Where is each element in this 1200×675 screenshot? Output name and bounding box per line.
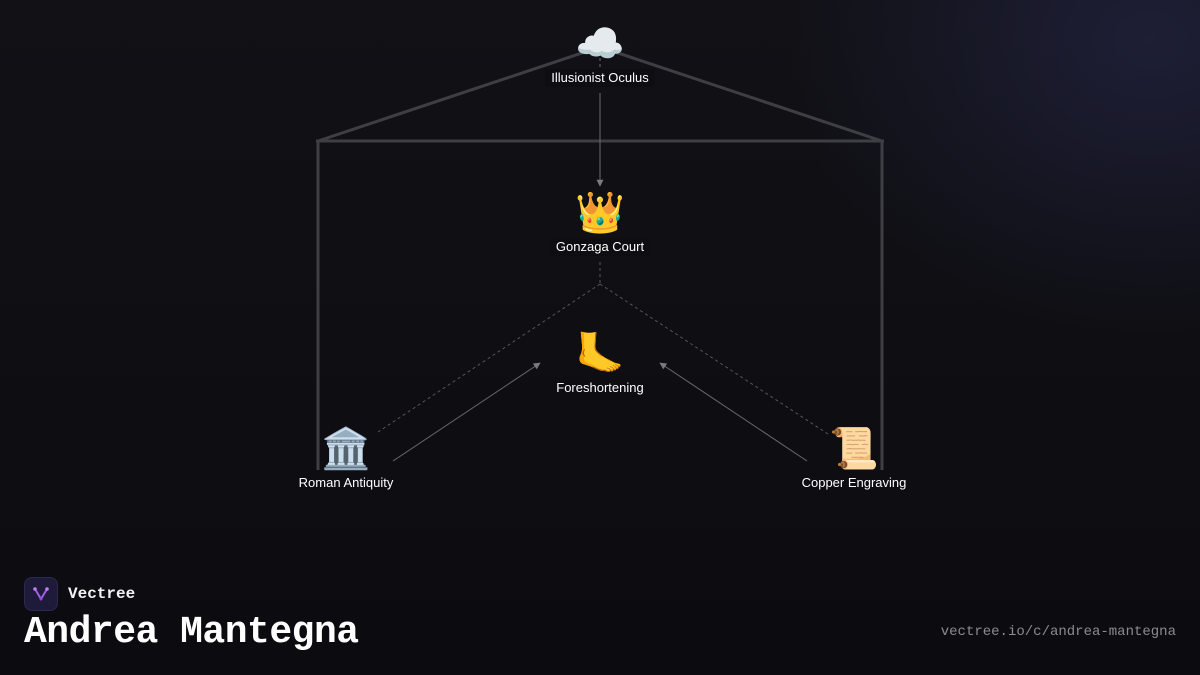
- node-label: Roman Antiquity: [292, 474, 400, 492]
- node-label: Illusionist Oculus: [545, 69, 655, 87]
- node-foreshortening[interactable]: 🦶 Foreshortening: [500, 330, 700, 397]
- node-label: Foreshortening: [550, 379, 650, 397]
- page-title: Andrea Mantegna: [24, 611, 359, 654]
- foot-icon: 🦶: [575, 331, 625, 377]
- page-url[interactable]: vectree.io/c/andrea-mantegna: [940, 624, 1176, 640]
- vectree-logo-icon: [24, 577, 58, 611]
- node-illusionist-oculus[interactable]: ☁️ Illusionist Oculus: [500, 20, 700, 87]
- frame-roof: [317, 45, 883, 143]
- crown-icon: 👑: [575, 190, 625, 236]
- cloud-icon: ☁️: [575, 21, 625, 67]
- node-gonzaga-court[interactable]: 👑 Gonzaga Court: [500, 189, 700, 256]
- node-roman-antiquity[interactable]: 🏛️ Roman Antiquity: [246, 425, 446, 492]
- edge-engraving-foreshortening: [659, 362, 808, 462]
- edge-court-antiquity: [377, 283, 601, 433]
- edge-antiquity-foreshortening: [392, 362, 541, 462]
- brand-name: Vectree: [68, 585, 136, 603]
- node-label: Gonzaga Court: [549, 238, 651, 256]
- classical-building-icon: 🏛️: [321, 426, 371, 472]
- node-label: Copper Engraving: [795, 474, 913, 492]
- scroll-icon: 📜: [829, 426, 879, 472]
- brand[interactable]: Vectree: [24, 577, 135, 611]
- node-copper-engraving[interactable]: 📜 Copper Engraving: [754, 425, 954, 492]
